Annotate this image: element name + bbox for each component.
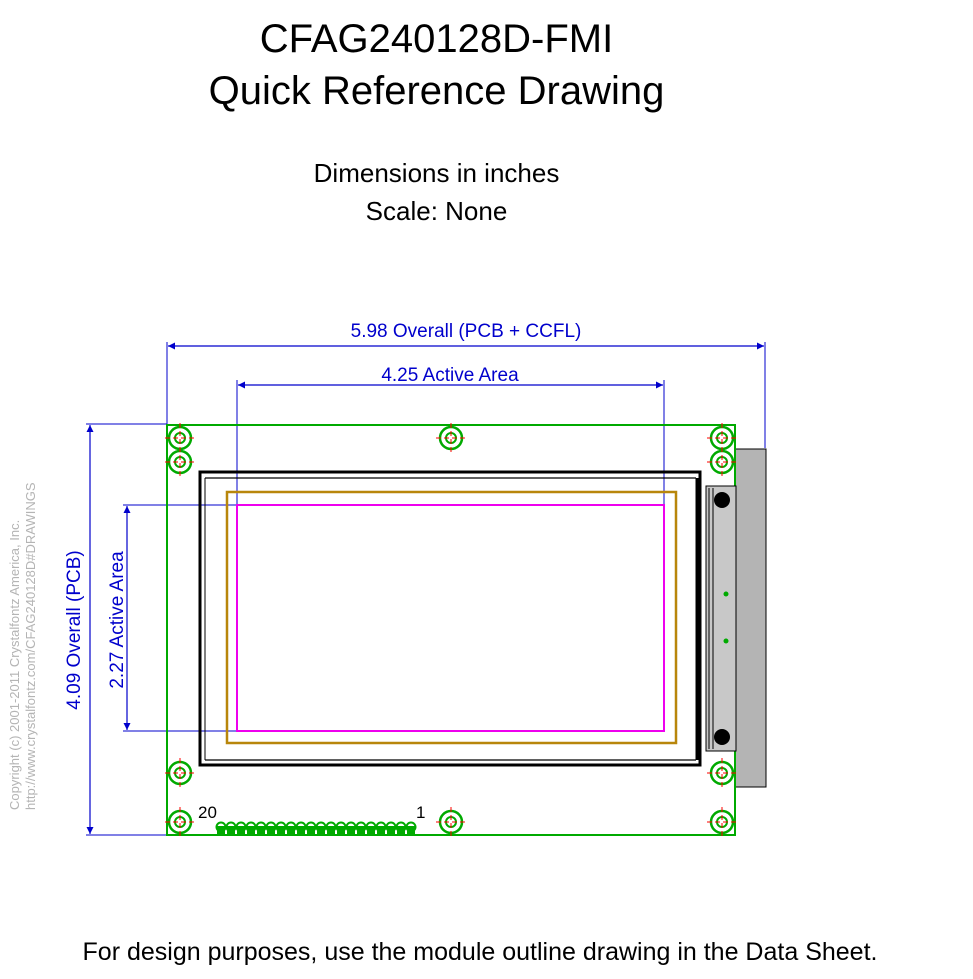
units-note: Dimensions in inches	[313, 158, 560, 188]
active-height-dimension: 2.27 Active Area	[107, 504, 237, 732]
mounting-hole-icon	[165, 758, 195, 788]
connector-pin	[385, 821, 397, 834]
mounting-hole-icon	[436, 807, 466, 837]
screw-icon	[714, 492, 730, 508]
connector-pin	[215, 821, 227, 834]
connector-pin	[355, 821, 367, 834]
pin-header	[215, 821, 417, 834]
title-drawing-name: Quick Reference Drawing	[208, 69, 665, 113]
active-width-dimension: 4.25 Active Area	[236, 365, 665, 504]
connector-pin	[345, 821, 357, 834]
connector-pin	[255, 821, 267, 834]
connector-pin	[275, 821, 287, 834]
connector-pin	[335, 821, 347, 834]
active-width-label: 4.25 Active Area	[381, 365, 519, 386]
connector-pin	[395, 821, 407, 834]
mounting-hole-icon	[165, 447, 195, 477]
connector-pin	[325, 821, 337, 834]
pcb-outline	[166, 424, 736, 836]
connector-pin	[235, 821, 247, 834]
overall-height-dimension: 4.09 Overall (PCB)	[64, 423, 167, 836]
bezel-frame	[198, 470, 702, 767]
mounting-hole-icon	[165, 807, 195, 837]
pin-label-last: 1	[416, 803, 425, 822]
connector-pin	[305, 821, 317, 834]
overall-height-label: 4.09 Overall (PCB)	[64, 550, 85, 709]
connector-pin	[405, 821, 417, 834]
connector-pin	[315, 821, 327, 834]
ccfl-housing	[734, 448, 767, 788]
mounting-holes	[165, 423, 737, 837]
scale-note: Scale: None	[365, 196, 508, 226]
pin-label-first: 20	[198, 803, 217, 822]
viewing-area	[225, 490, 678, 745]
backlight-connector	[705, 485, 737, 752]
active-height-label: 2.27 Active Area	[107, 551, 128, 689]
connector-pin	[245, 821, 257, 834]
connector-pin	[225, 821, 237, 834]
connector-pin	[365, 821, 377, 834]
connector-pin	[375, 821, 387, 834]
mounting-hole-icon	[707, 807, 737, 837]
active-area	[236, 504, 665, 732]
title-part-number: CFAG240128D-FMI	[259, 17, 614, 61]
mounting-hole-icon	[707, 447, 737, 477]
mounting-hole-icon	[707, 758, 737, 788]
connector-pin	[285, 821, 297, 834]
connector-pin	[265, 821, 277, 834]
connector-pin	[295, 821, 307, 834]
screw-icon	[714, 729, 730, 745]
overall-width-label: 5.98 Overall (PCB + CCFL)	[351, 321, 582, 342]
mounting-hole-icon	[436, 423, 466, 453]
overall-width-dimension: 5.98 Overall (PCB + CCFL)	[166, 321, 766, 448]
design-note: For design purposes, use the module outl…	[82, 938, 878, 966]
